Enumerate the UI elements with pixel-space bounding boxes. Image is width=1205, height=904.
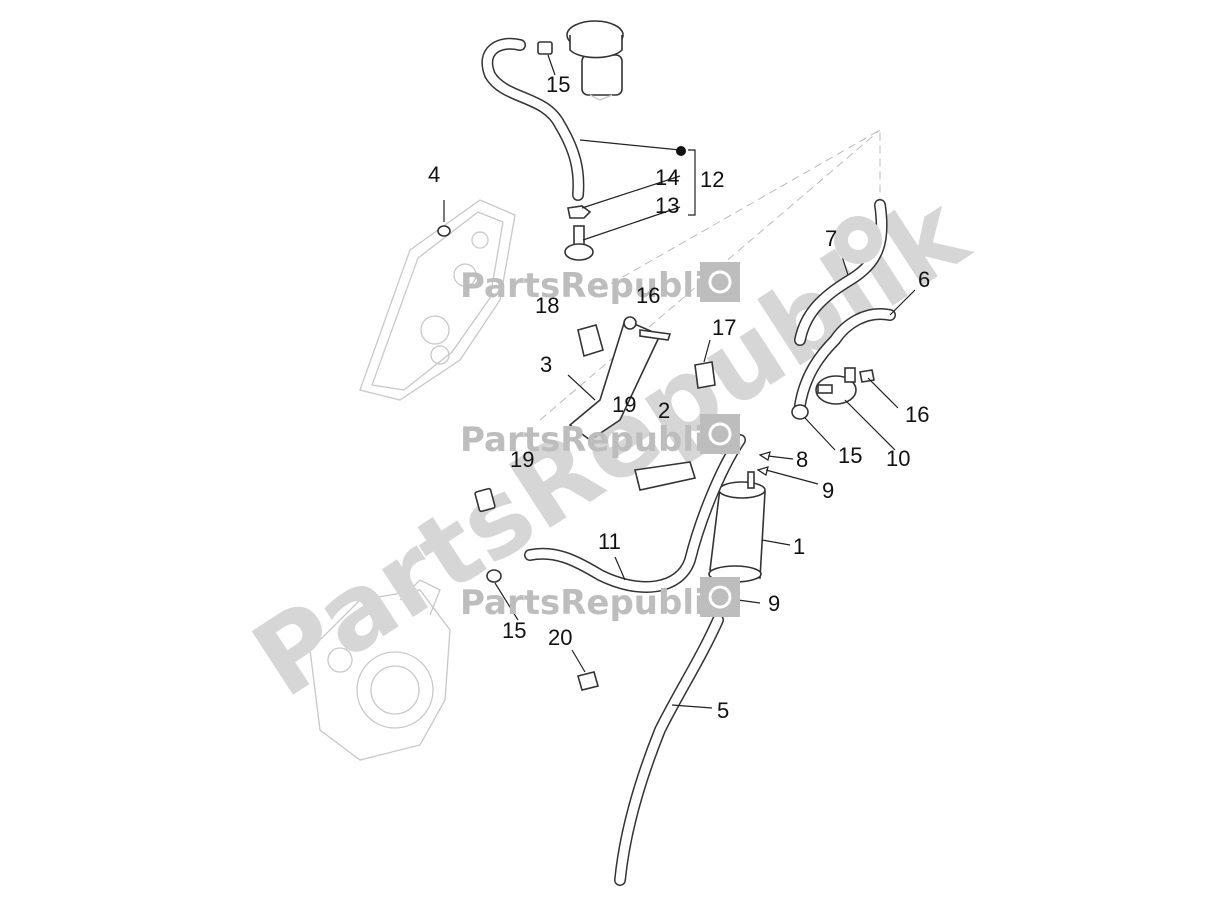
sensor-20 [577, 671, 599, 691]
callout-14: 14 [655, 165, 679, 190]
callout-20: 20 [548, 625, 572, 650]
nut-14 [567, 205, 592, 219]
gear-hub-icon [848, 230, 868, 250]
watermark-text: PartsRepublik [460, 420, 730, 460]
callout-12: 12 [700, 167, 724, 192]
clip-19 [474, 487, 496, 513]
watermark-strip-2: PartsRepublik [460, 414, 740, 460]
kit-marker-dot [676, 146, 686, 156]
callout-1: 1 [793, 534, 805, 559]
callout-6: 6 [918, 267, 930, 292]
callout-10: 10 [886, 446, 910, 471]
leader-lines [443, 54, 916, 709]
clip-18 [577, 324, 604, 358]
hose-12 [481, 37, 585, 201]
callout-11: 11 [598, 529, 621, 554]
callout-7: 7 [825, 226, 837, 251]
gear-logo-icon [700, 262, 740, 302]
callout-8: 8 [796, 447, 808, 472]
clamp-9 [756, 466, 769, 476]
watermark-text: PartsRepublik [460, 266, 730, 306]
guide-line [599, 129, 881, 291]
callout-16-mid: 16 [636, 283, 660, 308]
watermark-strip-1: PartsRepublik [460, 262, 740, 306]
callouts: 15 14 12 13 4 7 6 18 16 17 3 19 2 16 15 … [428, 72, 930, 723]
gear-icon [708, 422, 732, 446]
callout-15-right: 15 [838, 443, 862, 468]
callout-18: 18 [535, 293, 559, 318]
bracket-3 [568, 316, 672, 441]
callout-13: 13 [655, 193, 679, 218]
canister-1 [708, 471, 766, 591]
watermark-strip-3: PartsRepublik [460, 577, 740, 623]
band-2 [634, 461, 697, 491]
gear-icon [708, 270, 732, 294]
hose-7 [794, 199, 888, 346]
callout-9-top: 9 [822, 478, 834, 503]
nut-4 [437, 225, 451, 237]
clamp-15-left [486, 569, 502, 583]
clamp-15-right [791, 404, 809, 420]
callout-3: 3 [540, 352, 552, 377]
callout-19-mid: 19 [612, 392, 636, 417]
callout-19-left: 19 [510, 447, 534, 472]
gear-icon [708, 585, 732, 609]
clamp-15-top [537, 41, 553, 55]
gear-logo-icon [700, 577, 740, 617]
valve-10 [815, 367, 857, 405]
callout-2: 2 [658, 398, 670, 423]
callout-17: 17 [712, 315, 736, 340]
tank-cap [566, 20, 624, 101]
callout-15-top: 15 [546, 72, 570, 97]
ghost-engine [309, 579, 451, 761]
hose-11 [524, 434, 746, 593]
callout-4: 4 [428, 162, 440, 187]
gear-logo-icon [700, 414, 740, 454]
watermark-gear-top [834, 216, 882, 264]
ghost-frame [359, 199, 516, 401]
callout-5: 5 [717, 698, 729, 723]
watermark-text: PartsRepublik [460, 583, 730, 623]
valve-13 [564, 225, 594, 261]
clamp-16 [859, 369, 875, 383]
clip-17 [694, 361, 716, 389]
callout-9-bottom: 9 [768, 591, 780, 616]
hose-6 [794, 308, 896, 411]
callout-15-left: 15 [502, 618, 526, 643]
callout-16-right: 16 [905, 402, 929, 427]
hose-5 [614, 614, 724, 886]
